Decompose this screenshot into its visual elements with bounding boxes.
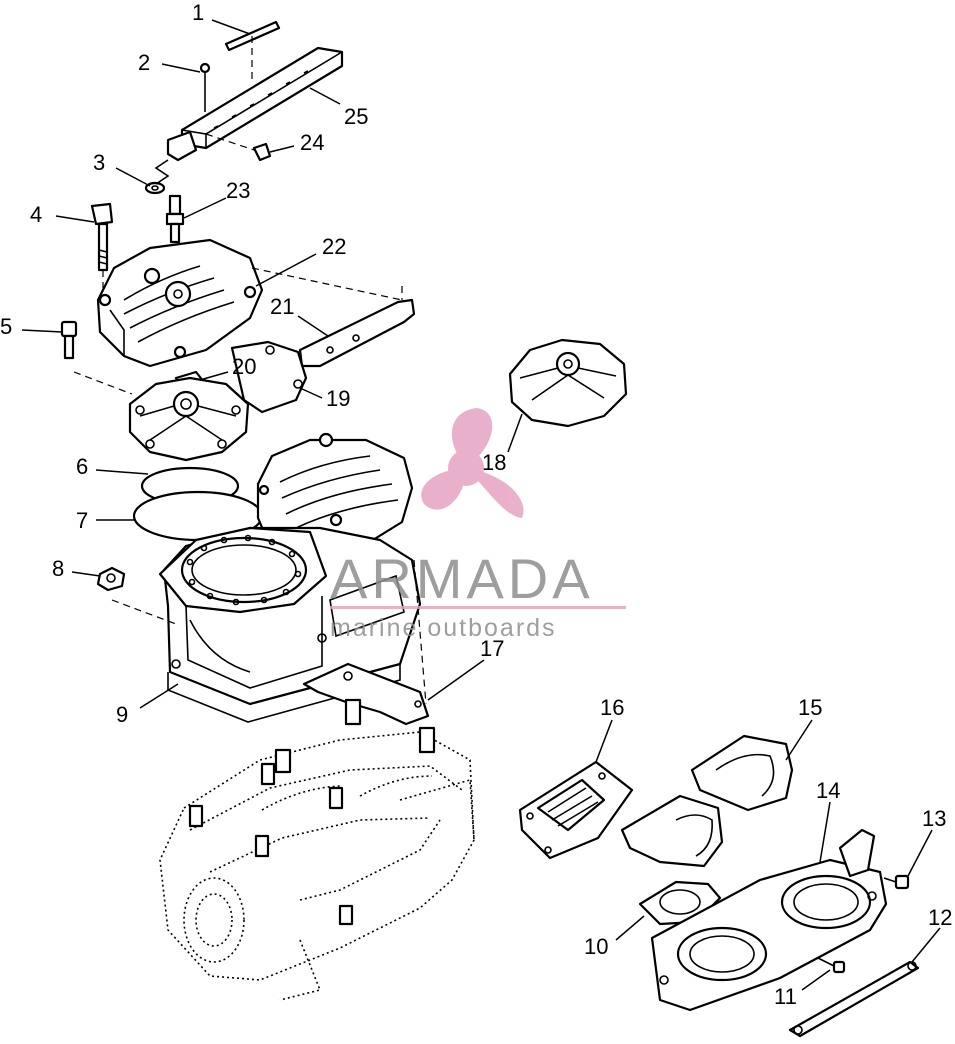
part-18-cover (508, 338, 628, 428)
part-14-manifold (650, 828, 888, 1012)
part-4-bolt (90, 202, 114, 298)
callout-7: 7 (76, 508, 88, 533)
part-12-strap (788, 960, 920, 1038)
part-1-strip (224, 20, 281, 80)
part-17-base-gasket (302, 559, 430, 726)
callout-21: 21 (270, 294, 294, 319)
callout-22: 22 (322, 234, 346, 259)
callout-16: 16 (600, 695, 624, 720)
callout-10: 10 (584, 934, 608, 959)
part-22-cylinder-head (96, 238, 264, 368)
part-25-rail (166, 46, 344, 162)
part-15-boot-upper (690, 734, 794, 812)
callout-20: 20 (232, 354, 256, 379)
part-13-bolt (883, 874, 910, 890)
armada-watermark: ARMADA marine outboards (330, 408, 626, 642)
part-2-screw (199, 62, 211, 112)
callout-2: 2 (138, 50, 150, 75)
propeller-logo-icon (421, 408, 524, 518)
callout-3: 3 (93, 150, 105, 175)
callout-labels: 1 2 3 4 5 6 7 8 9 10 11 12 13 14 15 16 1… (0, 0, 952, 1009)
callout-1: 1 (192, 0, 204, 25)
part-3-washer (144, 159, 170, 195)
callout-11: 11 (774, 984, 797, 1009)
callout-15: 15 (798, 695, 822, 720)
callout-13: 13 (922, 806, 946, 831)
callout-19: 19 (326, 386, 350, 411)
callout-6: 6 (76, 454, 88, 479)
part-23-spark-plug (165, 194, 185, 244)
callout-8: 8 (52, 556, 64, 581)
part-8-nut (96, 566, 177, 625)
callout-14: 14 (816, 778, 840, 803)
callout-17: 17 (480, 636, 504, 661)
callout-9: 9 (116, 702, 128, 727)
crankcase-phantom (159, 698, 475, 1001)
callout-12: 12 (928, 905, 952, 930)
callout-5: 5 (0, 314, 12, 339)
part-24-fitting (205, 133, 272, 162)
part-11-bolt (817, 957, 846, 974)
part-6-cover (128, 376, 250, 462)
watermark-brand: ARMADA (330, 547, 594, 610)
part-16-reed-valve (518, 760, 634, 860)
callout-25: 25 (344, 104, 368, 129)
watermark-tagline: marine outboards (330, 614, 557, 642)
callout-23: 23 (226, 178, 250, 203)
callout-24: 24 (300, 130, 324, 155)
callout-18: 18 (482, 450, 506, 475)
callout-4: 4 (30, 202, 42, 227)
part-5-bolt (60, 320, 133, 395)
leader-lines (21, 19, 941, 991)
part-15-boot-lower (620, 794, 724, 868)
part-21-bracket (251, 267, 416, 368)
part-9-cylinder (158, 526, 422, 723)
